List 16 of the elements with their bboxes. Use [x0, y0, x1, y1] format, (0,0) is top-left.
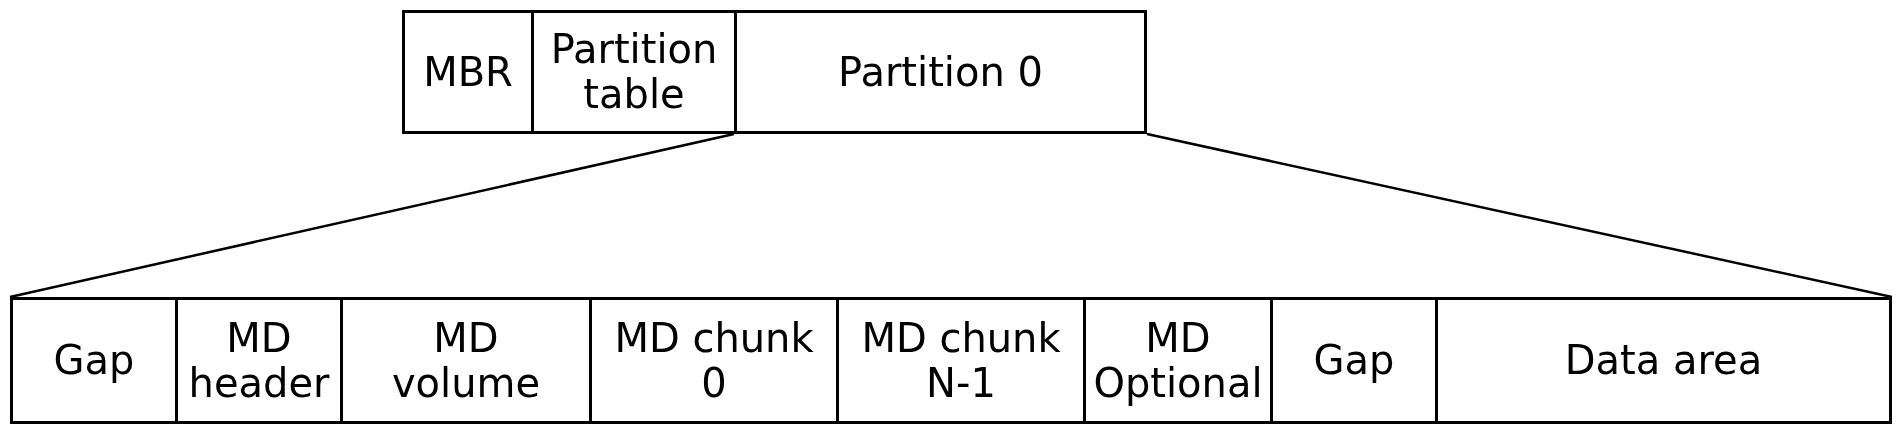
- segment-box: [734, 10, 1147, 134]
- connector-line: [1146, 132, 1893, 299]
- segment-label: Data area: [1564, 338, 1763, 383]
- segment-label: MD volume: [390, 315, 542, 406]
- segment-label: Partition 0: [838, 49, 1043, 95]
- segment-box: [402, 10, 534, 134]
- segment-label: MBR: [423, 49, 513, 95]
- segment-label: MD Optional: [1092, 315, 1264, 406]
- connector-line: [9, 132, 735, 299]
- segment-label: Gap: [53, 338, 135, 383]
- segment-label: Partition table: [549, 27, 719, 117]
- segment-label: MD chunk N-1: [860, 315, 1062, 406]
- segment-box: [531, 10, 737, 134]
- segment-label: Gap: [1313, 338, 1395, 383]
- segment-label: MD chunk 0: [613, 315, 815, 406]
- segment-label: MD header: [187, 315, 331, 406]
